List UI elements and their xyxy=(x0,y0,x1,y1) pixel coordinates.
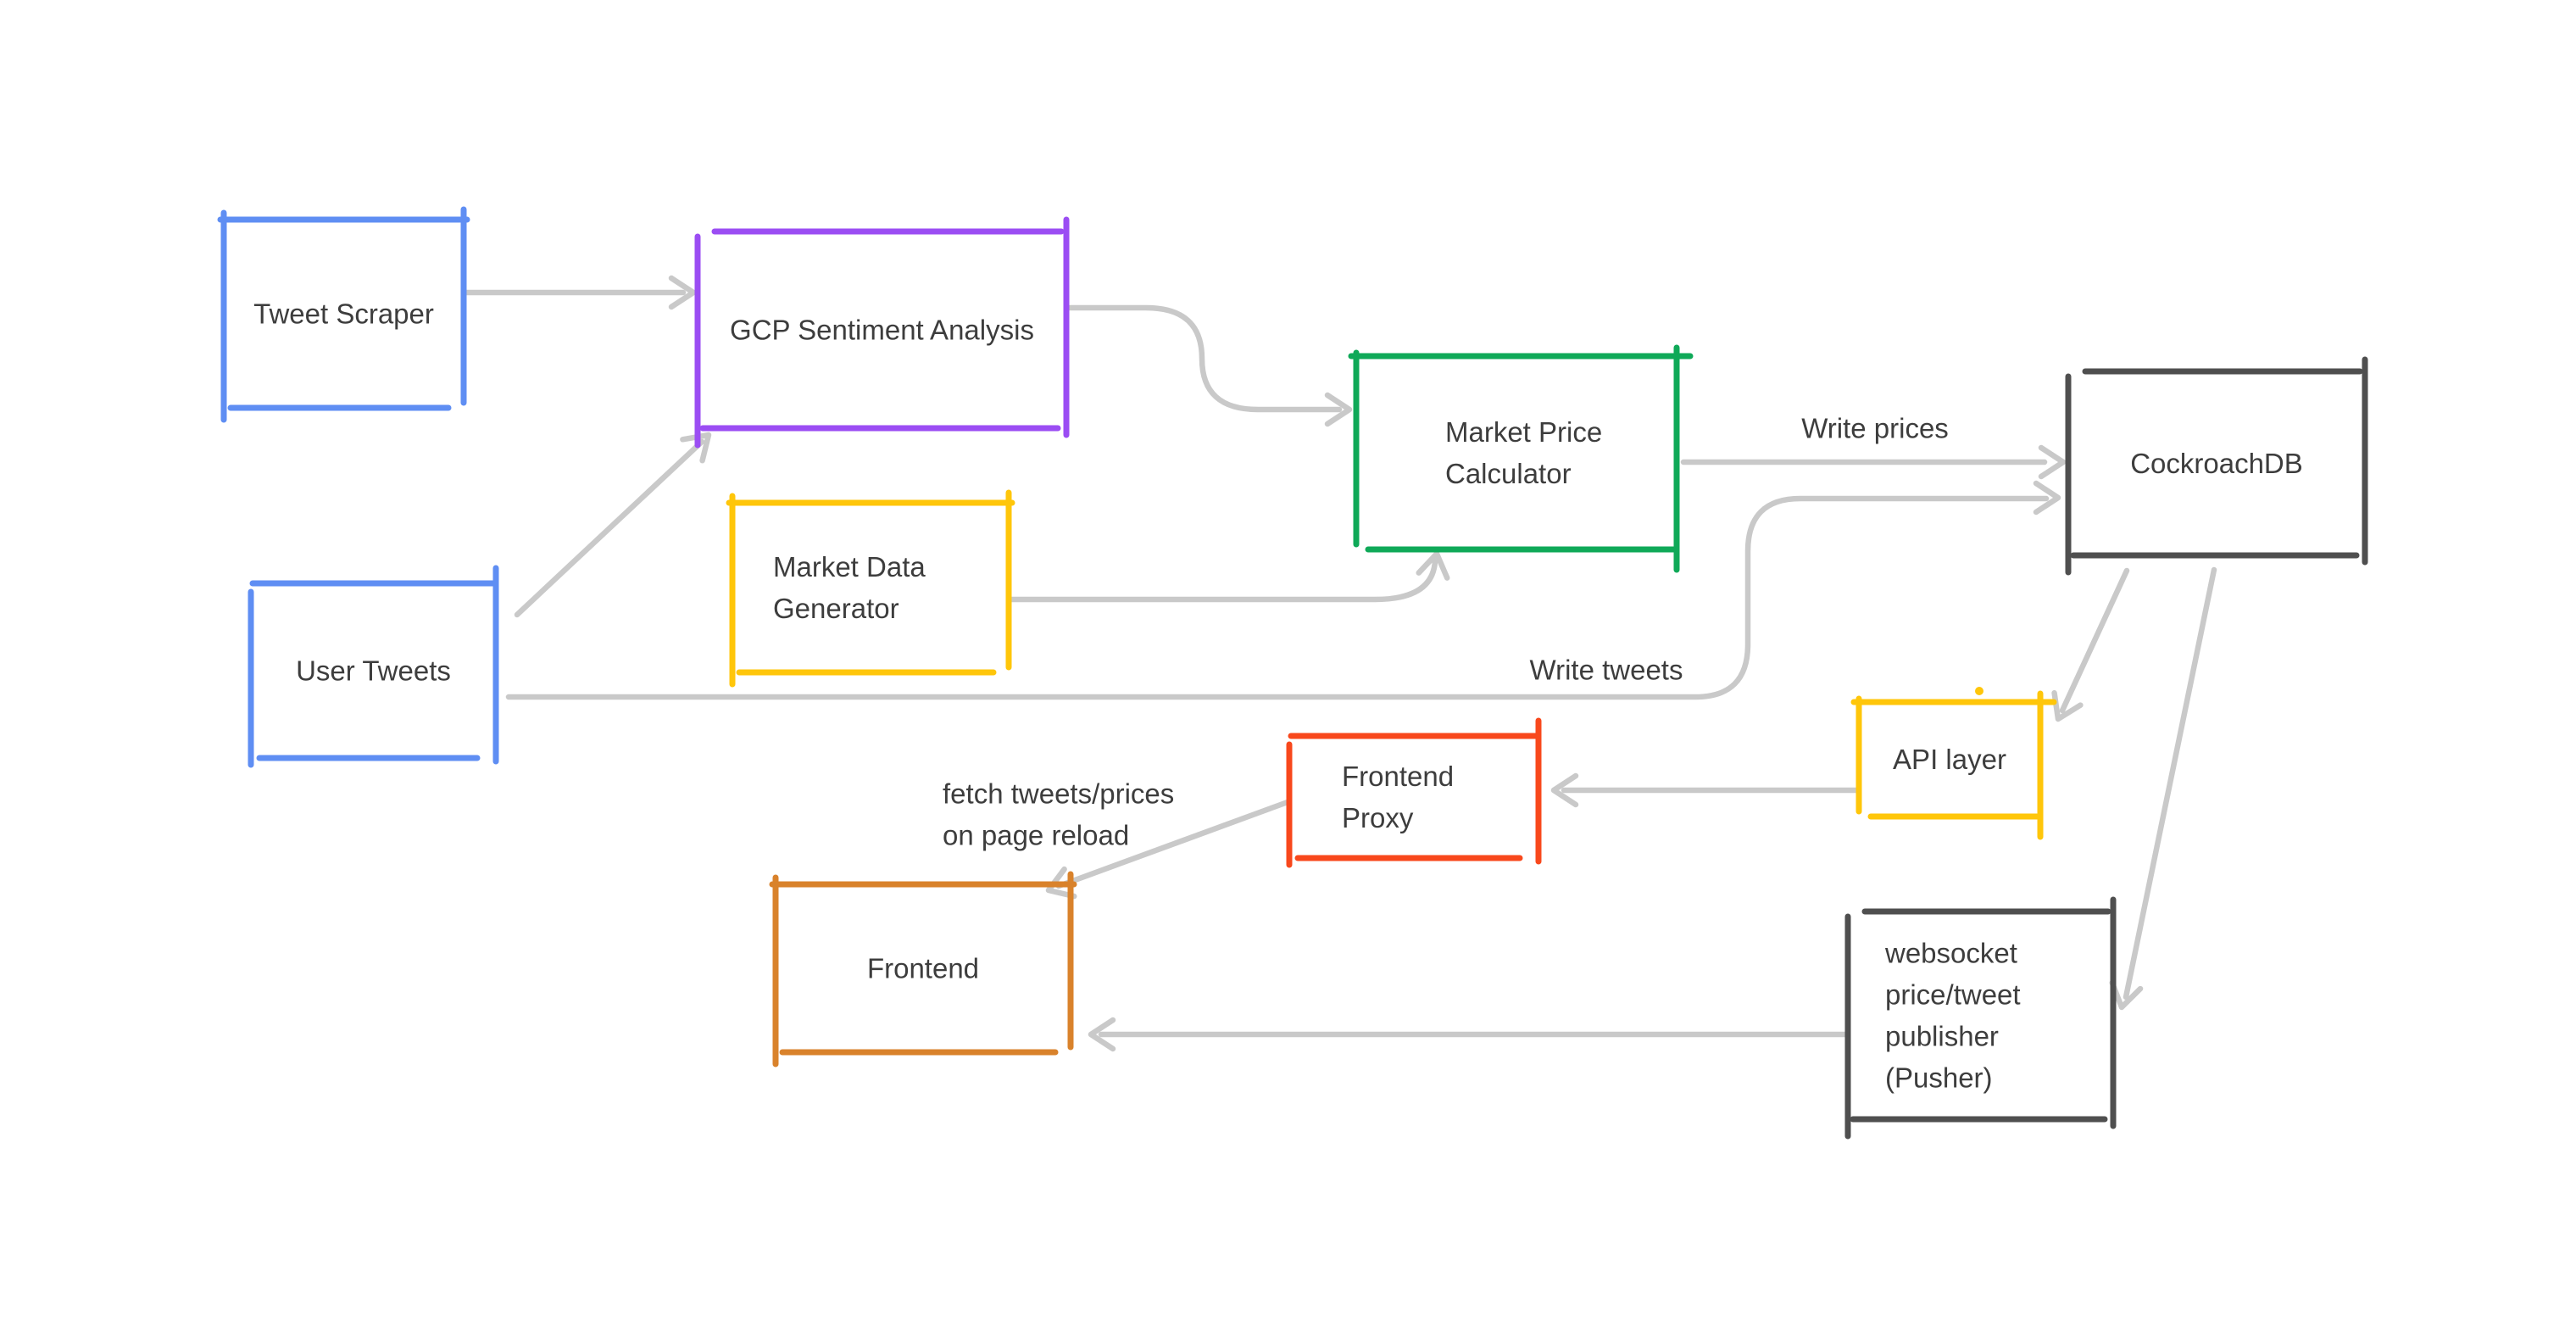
node-tweet-scraper[interactable]: Tweet Scraper xyxy=(217,206,470,423)
edge-gcp-to-market-price[interactable] xyxy=(1066,304,1353,427)
node-label-websocket-publisher-line-3: (Pusher) xyxy=(1885,1062,1993,1094)
edge-label-text: fetch tweets/prices xyxy=(943,778,1174,810)
edge-line-cockroachdb-to-api-layer xyxy=(2059,567,2130,714)
node-label-websocket-publisher-line-0: websocket xyxy=(1884,938,2017,969)
edge-api-layer-to-frontend-proxy[interactable] xyxy=(1550,772,1861,808)
edge-label-fetch-note[interactable]: fetch tweets/prices on page reload xyxy=(943,778,1174,851)
edge-user-tweets-to-cockroachdb[interactable] xyxy=(505,480,2061,700)
edge-line-cockroachdb-to-websocket xyxy=(2123,566,2217,1001)
node-label-api-layer-line-0: API layer xyxy=(1893,744,2006,775)
node-label-market-data-generator-line-1: Generator xyxy=(773,593,899,624)
edge-cockroachdb-to-api-layer[interactable] xyxy=(2045,567,2130,725)
edge-label-write-prices[interactable]: Write prices xyxy=(1801,413,1949,444)
node-label-frontend-proxy-line-1: Proxy xyxy=(1342,802,1414,833)
node-label-tweet-scraper-line-0: Tweet Scraper xyxy=(253,298,434,330)
edge-tweet-scraper-to-gcp[interactable] xyxy=(460,275,697,310)
edge-line-gcp-to-market-price xyxy=(1066,304,1343,413)
node-label-frontend-line-0: Frontend xyxy=(867,953,979,984)
edge-market-data-to-market-price[interactable] xyxy=(1007,550,1451,603)
edge-label-write-tweets[interactable]: Write tweets xyxy=(1530,655,1683,686)
node-user-tweets[interactable]: User Tweets xyxy=(248,565,499,768)
arrowhead-icon xyxy=(1324,392,1353,427)
node-label-websocket-publisher-line-2: publisher xyxy=(1885,1021,1999,1052)
arrowhead-icon xyxy=(680,432,712,464)
node-label-user-tweets-line-0: User Tweets xyxy=(296,655,451,687)
arrowhead-icon xyxy=(668,275,697,310)
node-websocket-publisher[interactable]: websocket price/tweet publisher (Pusher) xyxy=(1844,896,2117,1140)
node-label-frontend-proxy-line-0: Frontend xyxy=(1342,761,1454,792)
arrowhead-icon xyxy=(1045,866,1077,900)
node-gcp-sentiment-analysis[interactable]: GCP Sentiment Analysis xyxy=(694,216,1070,449)
edge-websocket-to-frontend[interactable] xyxy=(1088,1017,1850,1052)
node-label-gcp-sentiment-analysis-line-0: GCP Sentiment Analysis xyxy=(730,315,1034,346)
stray-dot-icon xyxy=(1975,687,1983,695)
edge-market-price-to-cockroachdb[interactable] xyxy=(1680,444,2067,480)
node-cockroachdb[interactable]: CockroachDB xyxy=(2065,356,2368,576)
node-label-websocket-publisher-line-1: price/tweet xyxy=(1885,979,2021,1011)
edge-line-user-tweets-to-cockroachdb xyxy=(505,495,2050,700)
edge-frontend-proxy-to-frontend[interactable] xyxy=(1043,799,1291,904)
arrowhead-icon xyxy=(2038,444,2067,480)
edge-label-text: on page reload xyxy=(943,820,1129,851)
node-label-market-data-generator-line-0: Market Data xyxy=(773,551,926,582)
node-label-market-price-calculator-line-0: Market Price xyxy=(1445,416,1602,448)
edge-line-frontend-proxy-to-frontend xyxy=(1055,799,1291,889)
edge-label-text: Write tweets xyxy=(1530,655,1683,686)
arrowhead-icon xyxy=(1550,772,1579,808)
edge-user-tweets-to-gcp[interactable] xyxy=(514,425,719,618)
edge-cockroachdb-to-websocket[interactable] xyxy=(2107,566,2217,1011)
node-api-layer[interactable]: API layer xyxy=(1850,690,2057,840)
node-label-cockroachdb-line-0: CockroachDB xyxy=(2130,448,2303,479)
arrowhead-icon xyxy=(2033,480,2061,516)
arrowhead-icon xyxy=(1088,1017,1116,1052)
edge-label-text: Write prices xyxy=(1801,413,1949,444)
arrowhead-icon xyxy=(1416,550,1450,581)
node-label-market-price-calculator-line-1: Calculator xyxy=(1445,458,1572,489)
edge-line-user-tweets-to-gcp xyxy=(514,438,705,618)
edge-line-market-data-to-market-price xyxy=(1007,558,1438,603)
node-frontend[interactable]: Frontend xyxy=(769,871,1077,1067)
